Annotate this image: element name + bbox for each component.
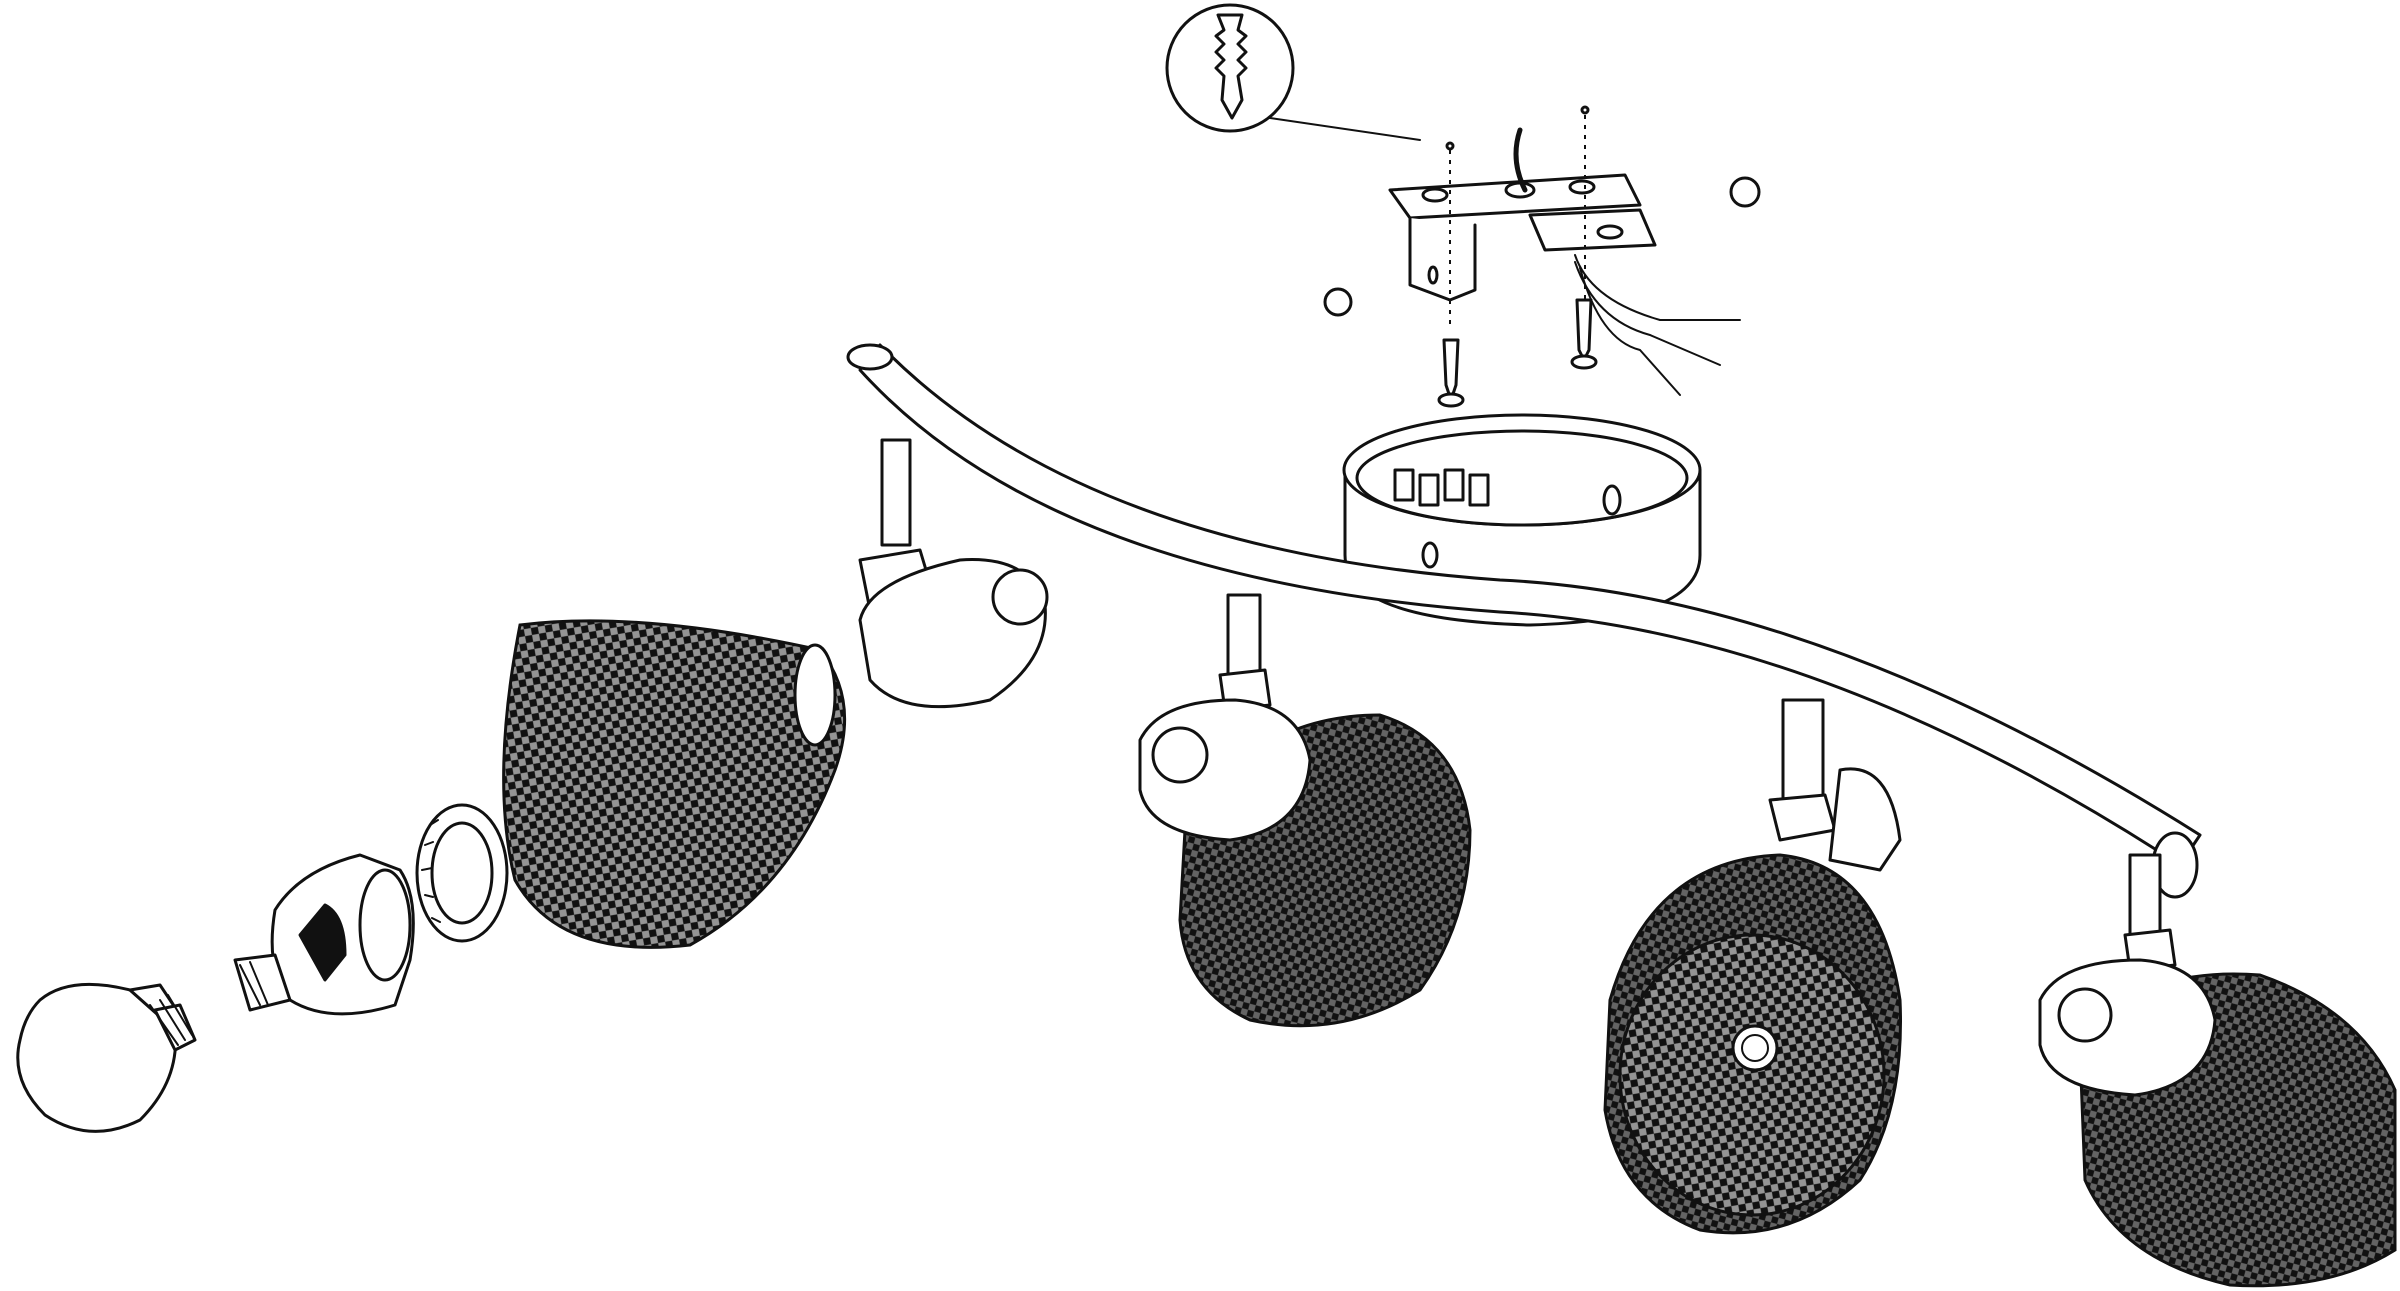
wall-plug-icon: [1165, 3, 1421, 141]
spotlight-icon: [2038, 853, 2397, 1288]
bulb-icon: [16, 982, 197, 1133]
spotlight-icon: [1138, 593, 1472, 1028]
ring-icon: [415, 803, 509, 943]
spotlight-icon: [1603, 698, 1902, 1235]
bracket-icon: [1388, 115, 1657, 330]
screw-icon: [1323, 105, 1761, 408]
cable-icon: [1513, 127, 1741, 396]
spotlight-icon: [502, 438, 1049, 949]
lampholder-icon: [233, 853, 415, 1016]
bar-icon: [846, 343, 2202, 899]
